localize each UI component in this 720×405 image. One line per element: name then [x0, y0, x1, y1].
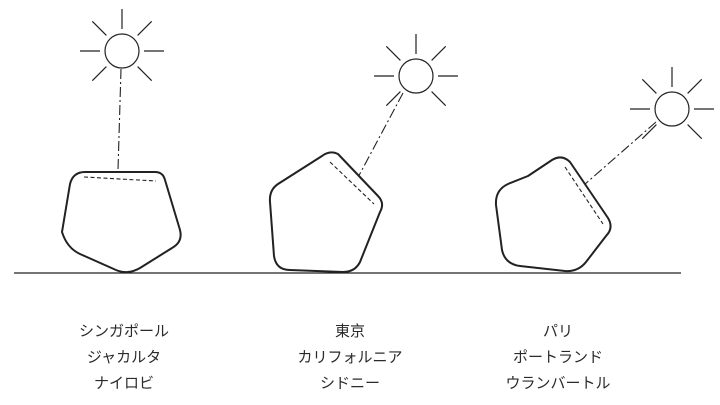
city-label: ウランバートル: [505, 374, 611, 392]
city-list-3: パリ ポートランド ウランバートル: [448, 318, 668, 396]
panel-3: [494, 67, 714, 273]
city-label: カリフォルニア: [297, 348, 403, 366]
city-label: シンガポール: [78, 322, 169, 340]
city-list-2: 東京 カリフォルニア シドニー: [240, 318, 460, 396]
city-label: 東京: [334, 322, 365, 340]
city-label: ジャカルタ: [86, 348, 162, 366]
speaker-shape: [61, 171, 182, 274]
speaker-top-face: [83, 176, 157, 182]
city-label: ナイロビ: [93, 374, 154, 392]
sun-ray-dashdot: [354, 92, 404, 184]
sun-ray-dashdot: [117, 68, 122, 171]
sun-icon: [630, 67, 714, 140]
city-label: シドニー: [319, 374, 380, 392]
panel-2: [268, 34, 458, 273]
sun-ray-dashdot: [583, 121, 657, 186]
city-list-1: シンガポール ジャカルタ ナイロビ: [14, 318, 234, 396]
speaker-shape: [494, 156, 612, 273]
sun-icon: [80, 9, 164, 82]
panel-1: [61, 9, 182, 274]
city-label: ポートランド: [512, 348, 603, 366]
city-label: パリ: [542, 322, 573, 340]
speaker-top-face: [329, 161, 375, 205]
speaker-top-face: [564, 166, 604, 225]
speaker-shape: [268, 151, 384, 273]
sun-icon: [374, 34, 458, 107]
